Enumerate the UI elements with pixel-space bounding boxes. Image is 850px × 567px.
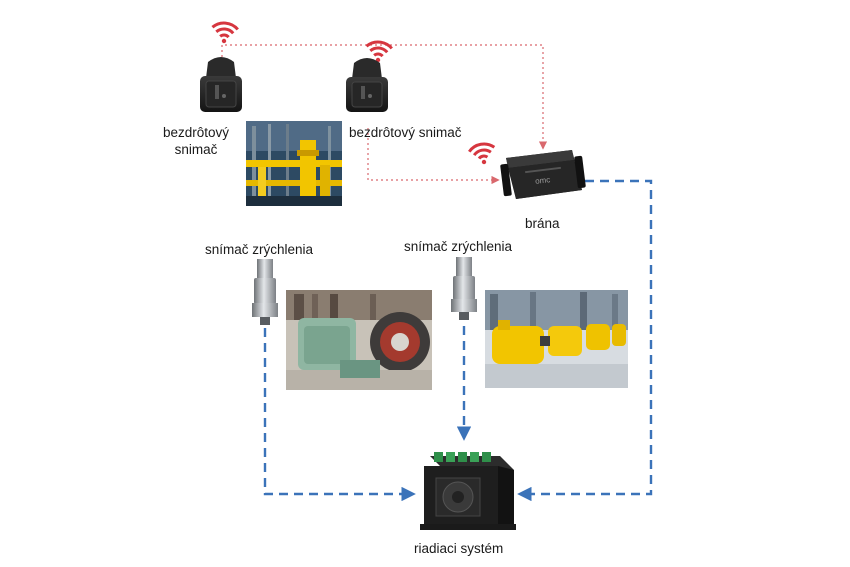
wired-link-gateway-control bbox=[517, 179, 653, 502]
motors-machinery-photo bbox=[485, 290, 628, 388]
wifi-signal-icon bbox=[468, 142, 496, 165]
wireless-link-sensor2-gateway bbox=[367, 128, 500, 185]
gateway-label: brána bbox=[525, 216, 560, 231]
wireless-sensor-1-label-line2: snimač bbox=[174, 142, 218, 157]
wired-links bbox=[263, 179, 653, 502]
wifi-signal-icon bbox=[211, 21, 239, 44]
wireless-sensor-1-label-line1: bezdrôtový bbox=[163, 125, 230, 140]
wireless-links bbox=[221, 44, 548, 185]
gateway-brand-text: omc bbox=[535, 175, 551, 186]
accelerometer-sensor-2 bbox=[451, 257, 477, 320]
industrial-piping-photo bbox=[246, 121, 342, 206]
wired-link-accel1-control bbox=[263, 328, 416, 502]
turbine-machinery-photo bbox=[286, 290, 432, 390]
wireless-sensor-2 bbox=[346, 58, 388, 112]
wireless-sensor-1 bbox=[200, 57, 242, 112]
control-system-device bbox=[420, 452, 516, 530]
gateway-device: omc bbox=[500, 150, 586, 199]
wireless-sensor-1-label: bezdrôtový snimač bbox=[163, 124, 229, 158]
wifi-signal-icon bbox=[365, 40, 393, 63]
accelerometer-1-label: snímač zrýchlenia bbox=[205, 242, 314, 257]
wireless-sensor-2-label: bezdrôtový snimač bbox=[349, 125, 462, 140]
control-system-label: riadiaci systém bbox=[414, 541, 504, 556]
accelerometer-2-label: snímač zrýchlenia bbox=[404, 239, 513, 254]
accelerometer-sensor-1 bbox=[252, 259, 278, 325]
